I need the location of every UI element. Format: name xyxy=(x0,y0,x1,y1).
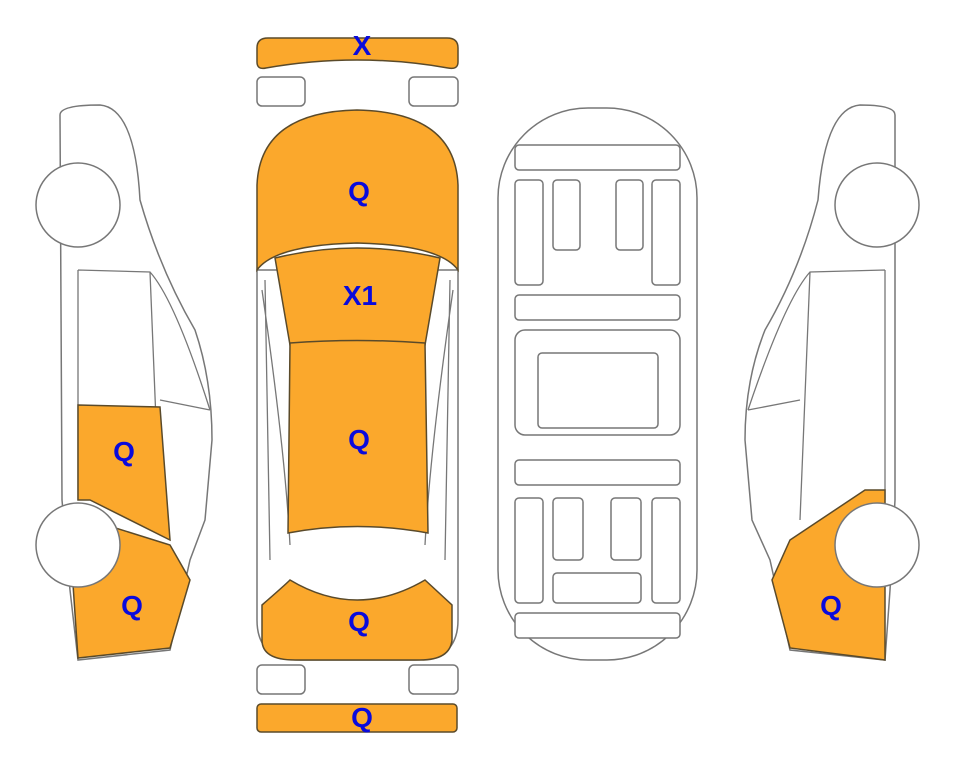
left-rear-quarter-label: Q xyxy=(121,590,143,621)
rear-bumper[interactable] xyxy=(256,703,458,733)
roof-label: Q xyxy=(348,424,370,455)
roof[interactable] xyxy=(287,339,429,534)
windshield-label: X1 xyxy=(342,280,378,311)
top-view xyxy=(256,37,459,733)
front-bumper-label: X xyxy=(352,30,372,61)
headlight-right xyxy=(408,76,459,107)
trunk-label: Q xyxy=(348,606,370,637)
taillight-left xyxy=(256,664,306,695)
left-rear-door[interactable] xyxy=(77,404,171,542)
hood[interactable] xyxy=(256,109,459,273)
front-bumper[interactable] xyxy=(256,37,459,70)
taillight-right xyxy=(408,664,459,695)
left-rear-door-label: Q xyxy=(113,436,135,467)
trunk[interactable] xyxy=(261,579,453,661)
windshield[interactable] xyxy=(274,247,441,346)
headlight-left xyxy=(256,76,306,107)
underside-view xyxy=(497,107,698,661)
hood-label: Q xyxy=(348,176,370,207)
right-side-view xyxy=(744,104,920,661)
left-side-view xyxy=(35,104,213,661)
rear-bumper-label: Q xyxy=(351,702,373,733)
right-rear-quarter-label: Q xyxy=(820,590,842,621)
